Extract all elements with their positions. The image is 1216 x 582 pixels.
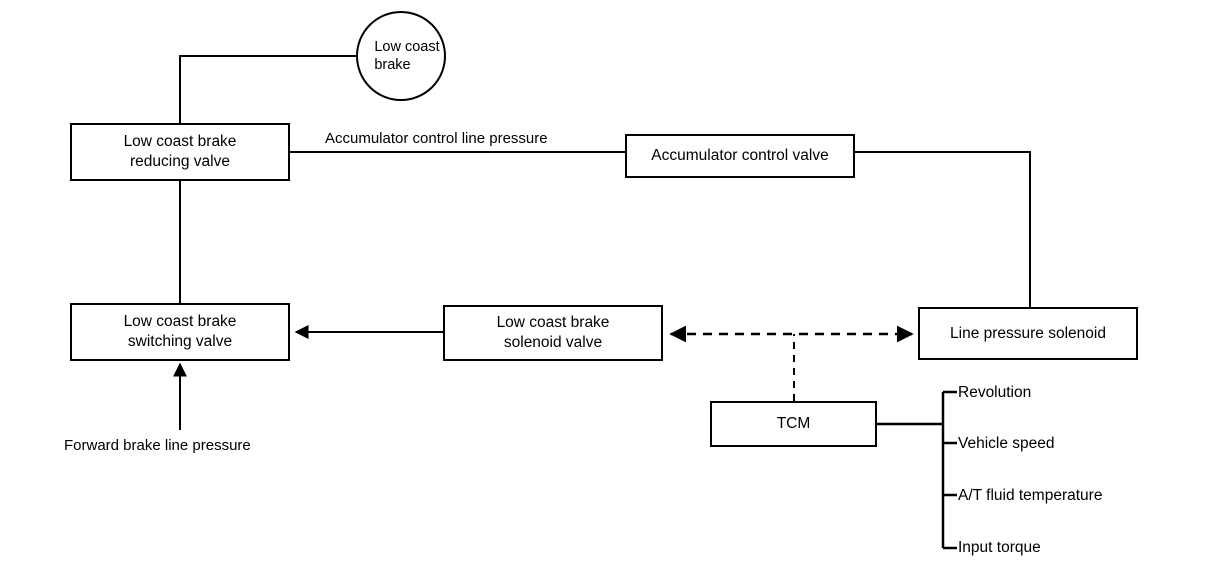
label-accumulator-control-line-pressure: Accumulator control line pressure: [325, 130, 548, 147]
node-tcm[interactable]: TCM: [710, 401, 877, 447]
label-tcm-input-input-torque: Input torque: [958, 539, 1041, 556]
connector-accumulator-control-valve-to-line-pressure-solenoid: [855, 151, 1031, 307]
node-low-coast-brake[interactable]: Low coast brake: [356, 11, 446, 101]
node-low-coast-brake-solenoid-valve[interactable]: Low coast brake solenoid valve: [443, 305, 663, 361]
node-low-coast-brake-switching-valve[interactable]: Low coast brake switching valve: [70, 303, 290, 361]
label-forward-brake-line-pressure: Forward brake line pressure: [64, 437, 251, 454]
node-low-coast-brake-reducing-valve[interactable]: Low coast brake reducing valve: [70, 123, 290, 181]
label-tcm-input-at-fluid-temperature: A/T fluid temperature: [958, 487, 1103, 504]
label-tcm-input-vehicle-speed: Vehicle speed: [958, 435, 1055, 452]
connector-low-coast-brake-to-reducing-valve: [179, 55, 356, 123]
label-tcm-input-revolution: Revolution: [958, 384, 1032, 401]
node-accumulator-control-valve[interactable]: Accumulator control valve: [625, 134, 855, 178]
node-line-pressure-solenoid[interactable]: Line pressure solenoid: [918, 307, 1138, 360]
